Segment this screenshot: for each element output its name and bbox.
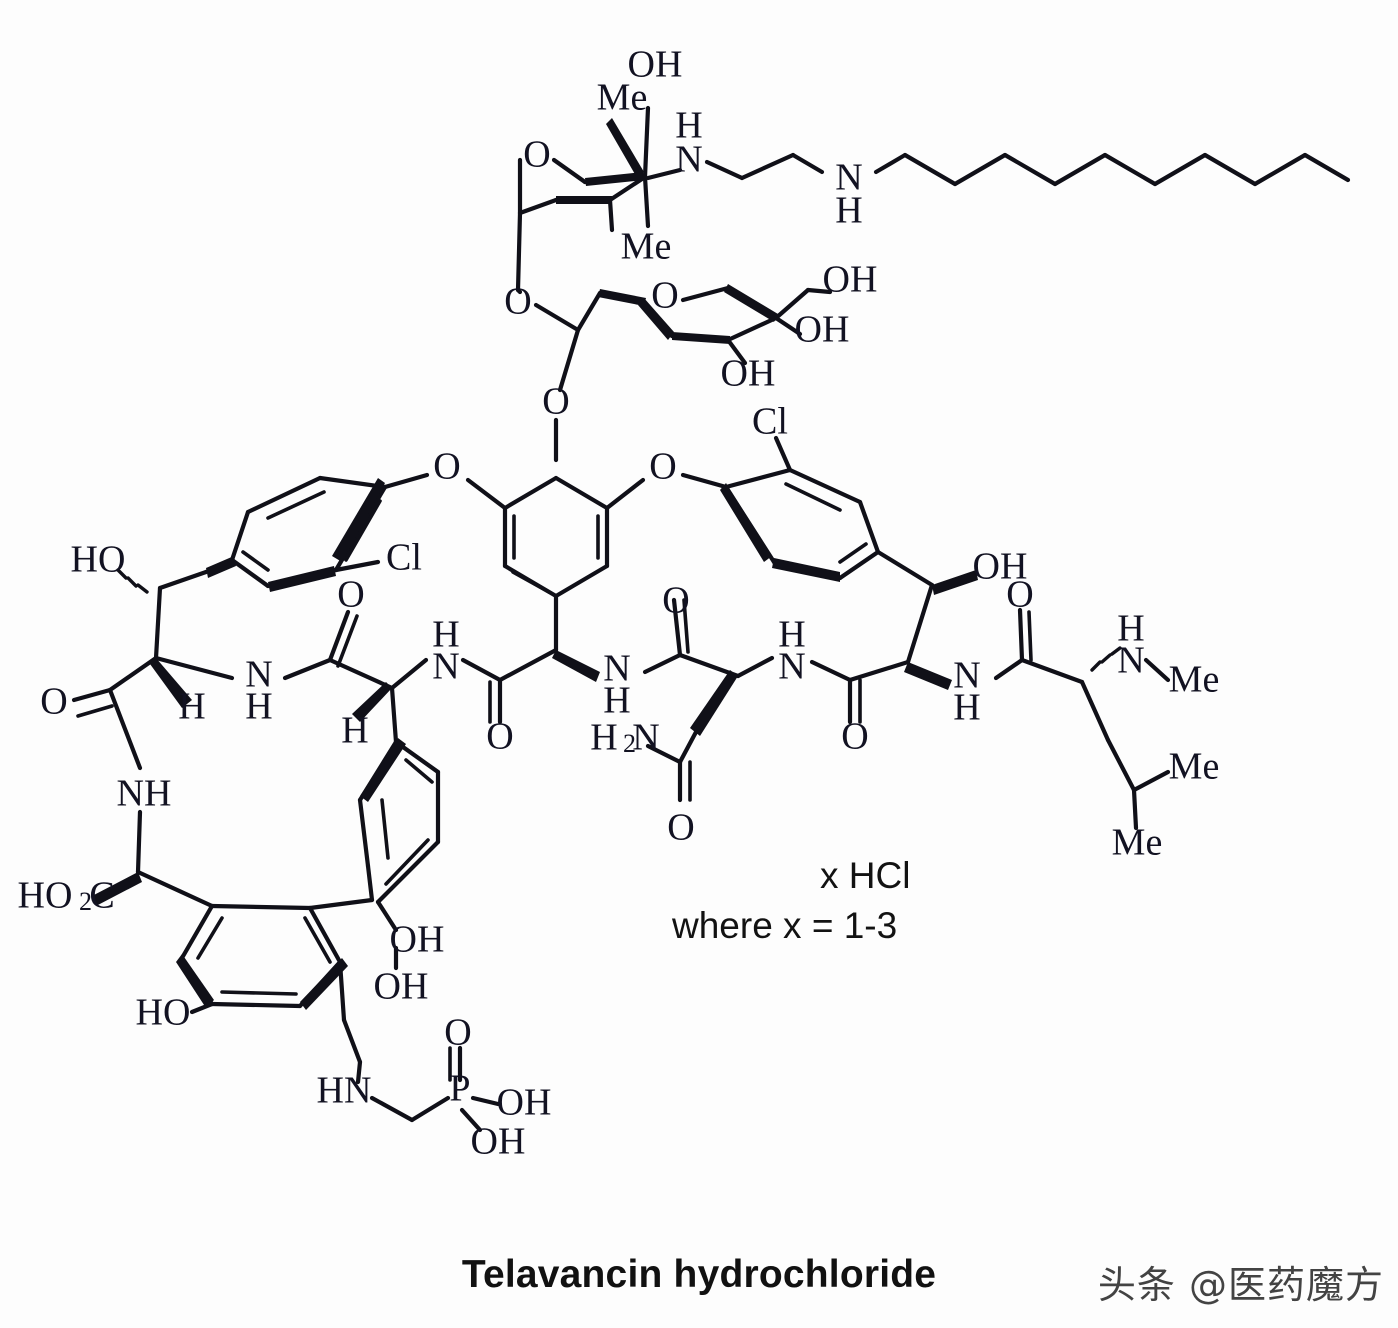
label-h2n-asn-subscript: 2 [623, 729, 636, 758]
atom-label-layer: OH Me O Me H N N H O O OH OH OH O O O Cl… [18, 44, 1220, 1163]
label-me-leucine-upper: Me [1169, 746, 1220, 788]
label-n-amide-central: N [432, 646, 459, 688]
label-h-left-alpha: H [178, 686, 205, 728]
aminomethylphosphonate-group [369, 1045, 501, 1133]
label-o-amide-central: O [486, 716, 513, 758]
label-o-phosphonate-double: O [444, 1012, 471, 1054]
label-me-vancosamine-upper: Me [597, 77, 648, 119]
label-n-amide-right: N [778, 646, 805, 688]
label-h2n-asn: H [590, 717, 617, 759]
label-oh-biaryl-upper: OH [390, 919, 445, 961]
label-me-leucine-lower: Me [1112, 822, 1163, 864]
label-o-aryl-ether-right: O [649, 446, 676, 488]
central-benzene-ring [465, 475, 646, 653]
label-oh-phosphonate-lower: OH [471, 1121, 526, 1163]
label-h-amide-terminus: H [953, 687, 980, 729]
decylaminoethylamino-chain-group [704, 152, 1351, 187]
label-o-aryl-ether-left: O [433, 446, 460, 488]
label-hn-phosphonate: HN [317, 1070, 372, 1112]
label-o-amide-left: O [337, 574, 364, 616]
page-title: Telavancin hydrochloride [461, 1253, 937, 1296]
label-oh-vancosamine-top: OH [628, 44, 683, 86]
label-o-glucose-ring: O [651, 275, 678, 317]
central-amide-residue [460, 647, 600, 725]
label-o-glycosidic-lower: O [542, 381, 569, 423]
label-o-vancosamine-ring: O [523, 134, 550, 176]
label-h-nme: H [1117, 608, 1144, 650]
second-amide-residue [282, 609, 429, 745]
label-oh-phosphonate-right: OH [497, 1082, 552, 1124]
label-ho-left-carbinol: HO [71, 539, 126, 581]
label-h-amide-benzylic: H [603, 680, 630, 722]
label-h-amide-central: H [432, 614, 459, 656]
watermark: 头条 @医药魔方 [1097, 1263, 1384, 1307]
asparagine-residue-group [642, 597, 775, 803]
label-n-amine-upper: N [675, 139, 702, 181]
label-n-amide-left: N [245, 654, 272, 696]
label-h-amide-right: H [778, 614, 805, 656]
right-amide-carbinol [809, 570, 978, 725]
label-o-asn-carbonyl: O [662, 580, 689, 622]
left-chloroaryl-ether [203, 472, 430, 592]
label-oh-glucose-ch2oh: OH [823, 259, 878, 301]
label-o-asn-sidechain: O [667, 807, 694, 849]
label-oh-glucose-bottom: OH [721, 353, 776, 395]
label-h-amide-left: H [245, 686, 272, 728]
label-oh-right-carbinol: OH [973, 546, 1028, 588]
label-ho-biaryl-left: HO [136, 992, 191, 1034]
salt-note-line2: where x = 1-3 [672, 905, 898, 946]
label-ho2c-carbon: C [89, 875, 114, 917]
glucose-sugar-group [515, 284, 833, 463]
nme-leucine-terminus [993, 607, 1171, 831]
label-ho2c-subscript: 2 [79, 887, 92, 916]
label-me-vancosamine-lower: Me [621, 226, 672, 268]
label-o-left-carbonyl: O [40, 681, 67, 723]
label-ho2c: HO [18, 875, 73, 917]
label-oh-glucose-right: OH [795, 309, 850, 351]
left-peptide-backbone [71, 568, 235, 909]
label-o-glycosidic-upper: O [504, 281, 531, 323]
label-cl-left: Cl [386, 537, 422, 579]
biaryl-diphenol-group [176, 738, 441, 1085]
label-h-amine-chain: H [835, 190, 862, 232]
label-o-terminus-carbonyl: O [1006, 574, 1033, 616]
label-me-n: Me [1169, 659, 1220, 701]
label-cl-right: Cl [752, 401, 788, 443]
label-o-amide-right: O [841, 716, 868, 758]
label-n-amide-benzylic: N [603, 648, 630, 690]
label-p-phosphonate: P [449, 1068, 470, 1110]
label-oh-biaryl-lower: OH [374, 966, 429, 1008]
label-n-nme: N [1117, 640, 1144, 682]
label-n-asn-amide: N [632, 717, 659, 759]
label-h-amine-upper: H [675, 105, 702, 147]
label-n-amide-terminus: N [953, 655, 980, 697]
label-nh-macrocycle-left: NH [117, 773, 172, 815]
label-h-second-alpha: H [341, 710, 368, 752]
vancosamine-sugar-group [515, 105, 683, 293]
salt-note-line1: x HCl [820, 855, 911, 896]
right-chloroaryl-ether [680, 435, 935, 588]
label-n-amine-chain: N [835, 157, 862, 199]
